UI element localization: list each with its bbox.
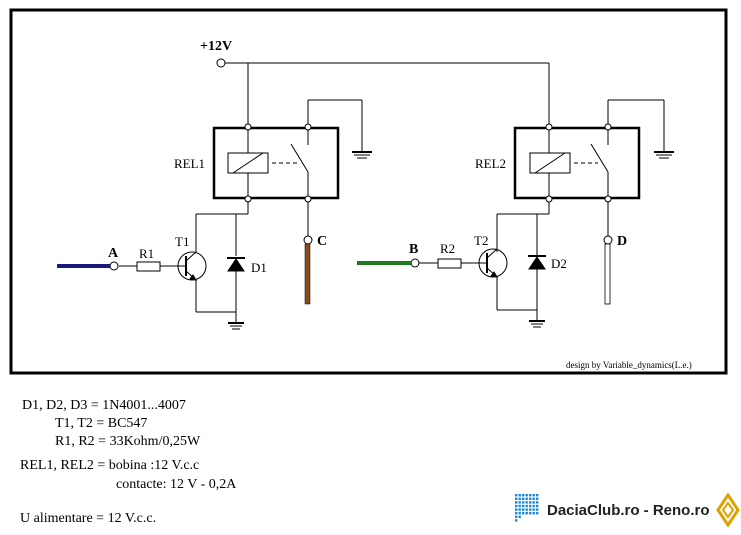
- note-relay-coil: REL1, REL2 = bobina :12 V.c.c: [20, 458, 200, 473]
- relay-1: [212, 99, 372, 203]
- diode-d1-label: D1: [251, 260, 267, 275]
- diode-d2-label: D2: [551, 256, 567, 271]
- output-d: [603, 202, 613, 245]
- note-diodes: D1, D2, D3 = 1N4001...4007: [22, 398, 186, 413]
- driver-2: [410, 202, 550, 328]
- reno-logo-icon: [715, 493, 740, 527]
- logo-text: DaciaClub.ro - Reno.ro: [547, 501, 710, 519]
- supply-label: +12V: [200, 39, 232, 54]
- transistor-t1-label: T1: [175, 234, 189, 249]
- note-resistors: R1, R2 = 33Kohm/0,25W: [55, 434, 201, 449]
- output-d-wire: [604, 243, 611, 305]
- input-b-label: B: [409, 242, 418, 257]
- resistor-r1-label: R1: [139, 246, 154, 261]
- transistor-t2-label: T2: [474, 233, 488, 248]
- note-relay-contacts: contacte: 12 V - 0,2A: [116, 477, 237, 492]
- circuit-schematic: +12V REL1: [9, 8, 728, 375]
- site-logo: DaciaClub.ro - Reno.ro: [513, 492, 740, 528]
- resistor-r2-label: R2: [440, 241, 455, 256]
- dacia-logo-icon: [515, 494, 539, 522]
- output-c: [303, 202, 313, 245]
- output-c-label: C: [317, 234, 327, 249]
- design-credit: design by Variable_dynamics(L.e.): [566, 360, 692, 370]
- input-a-label: A: [108, 246, 119, 261]
- output-c-wire: [304, 243, 311, 305]
- schematic-border: [9, 8, 728, 375]
- relay-2: [513, 99, 674, 203]
- relay-1-label: REL1: [174, 156, 205, 171]
- driver-1: [109, 202, 249, 330]
- note-supply: U alimentare = 12 V.c.c.: [20, 511, 157, 526]
- relay-2-label: REL2: [475, 156, 506, 171]
- note-transistors: T1, T2 = BC547: [55, 416, 148, 431]
- supply-rail: [216, 58, 550, 127]
- output-d-label: D: [617, 234, 627, 249]
